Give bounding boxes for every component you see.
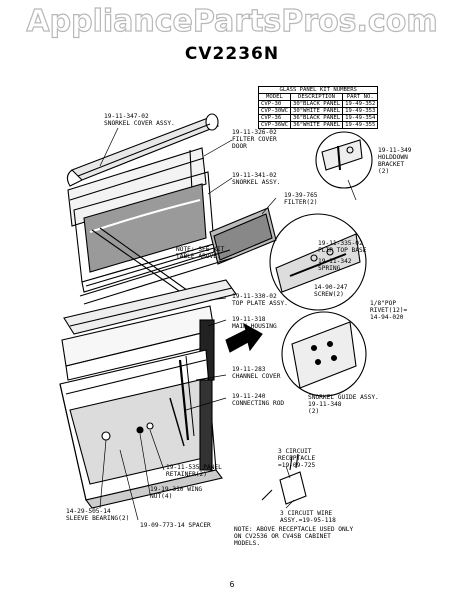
kit-row: CVP-36WC 36"WHITE PANEL 19-49-355 [258,121,379,129]
kit-row: CVP-30 30"BLACK PANEL 19-49-352 [258,100,379,108]
panel-retainer-part [146,422,154,430]
label-top-plate: 19-11-330-02 TOP PLATE ASSY. [232,293,288,307]
watermark: AppliancePartsPros.com [26,3,438,39]
kit-cell: 36"WHITE PANEL [289,121,344,129]
label-filter: 19-39-765 FILTER(2) [284,192,318,206]
label-holddown-bracket: 19-11-349 HOLDDOWN BRACKET (2) [378,147,412,175]
kit-header-part-no: PART NO. [342,93,379,101]
filter-cover-door-part [67,147,207,227]
receptacle-part [261,453,307,505]
label-spacer: 19-09-773-14 SPACER [140,522,211,529]
label-snorkel-cover: 19-11-347-02 SNORKEL COVER ASSY. [104,113,175,127]
label-snorkel-assy: 19-11-341-02 SNORKEL ASSY. [232,172,281,186]
kit-header-description: DESCRIPTION [289,93,344,101]
filter-part [209,207,277,265]
connecting-rod-part [169,397,185,447]
kit-cell: 19-49-352 [342,100,379,108]
kit-cell: 30"BLACK PANEL [289,100,344,108]
holddown-detail [315,131,373,189]
direction-arrow [225,322,263,353]
label-flip-top-base: 19-11-335-02 FLIP TOP BASE [318,240,367,254]
label-sleeve-bearing: 14-29-505-14 SLEEVE BEARING(2) [66,508,130,522]
snorkel-cover-part [66,113,220,187]
kit-cell: CVP-30WC [258,107,291,115]
kit-header-model: MODEL [258,93,291,101]
kit-row: CVP-30WC 30"WHITE PANEL 19-49-353 [258,107,379,115]
kit-cell: 19-49-353 [342,107,379,115]
label-filter-cover-door: 19-11-326-02 FILTER COVER DOOR [232,129,277,150]
label-spring: 19-11-342 SPRING [318,258,352,272]
page-title: CV2236N [184,44,280,64]
kit-cell: CVP-30 [258,100,291,108]
label-panel-retainer: 19-11-535 PANEL RETAINER(2) [166,464,222,478]
snorkel-guide-detail [281,311,367,397]
glass-panel-part [79,227,233,305]
flip-top-detail [269,213,367,311]
channel-cover-part [178,355,195,441]
page-number: 6 [229,580,235,589]
label-receptacle-note: NOTE: ABOVE RECEPTACLE USED ONLY ON CV25… [234,526,354,547]
kit-cell: 30"WHITE PANEL [289,107,344,115]
sleeve-bearing-part [101,431,111,441]
label-channel-cover: 19-11-283 CHANNEL COVER [232,366,281,380]
kit-row: CVP-36 36"BLACK PANEL 19-49-354 [258,114,379,122]
kit-cell: 19-49-354 [342,114,379,122]
label-connecting-rod: 19-11-240 CONNECTING ROD [232,393,285,407]
kit-cell: CVP-36 [258,114,291,122]
label-see-kit-note: NOTE: SEE KIT TABLE ABOVE. [176,246,225,260]
label-wing-nut: 19-19-310 WING NUT(4) [150,486,203,500]
label-screw: 14-90-247 SCREW(2) [314,284,348,298]
kit-cell: CVP-36WC [258,121,291,129]
glass-panel-kit-table: GLASS PANEL KIT NUMBERS MODEL DESCRIPTIO… [257,86,379,129]
kit-cell: 36"BLACK PANEL [289,114,344,122]
top-plate-part [63,279,237,335]
kit-table-title: GLASS PANEL KIT NUMBERS [257,86,379,94]
label-circuit-wire: 3 CIRCUIT WIRE ASSY.=19-95-118 [280,510,336,524]
wing-nut-part [136,426,144,434]
label-snorkel-guide: SNORKEL GUIDE ASSY. 19-11-348 (2) [308,394,379,415]
label-pop-rivet: 1/8"POP RIVET(12)= 14-94-020 [370,300,408,321]
kit-cell: 19-49-355 [342,121,379,129]
snorkel-assy-part [73,171,215,293]
label-main-housing: 19-11-318 MAIN HOUSING [232,316,277,330]
label-receptacle: 3 CIRCUIT RECEPTACLE =19-09-725 [278,448,316,469]
